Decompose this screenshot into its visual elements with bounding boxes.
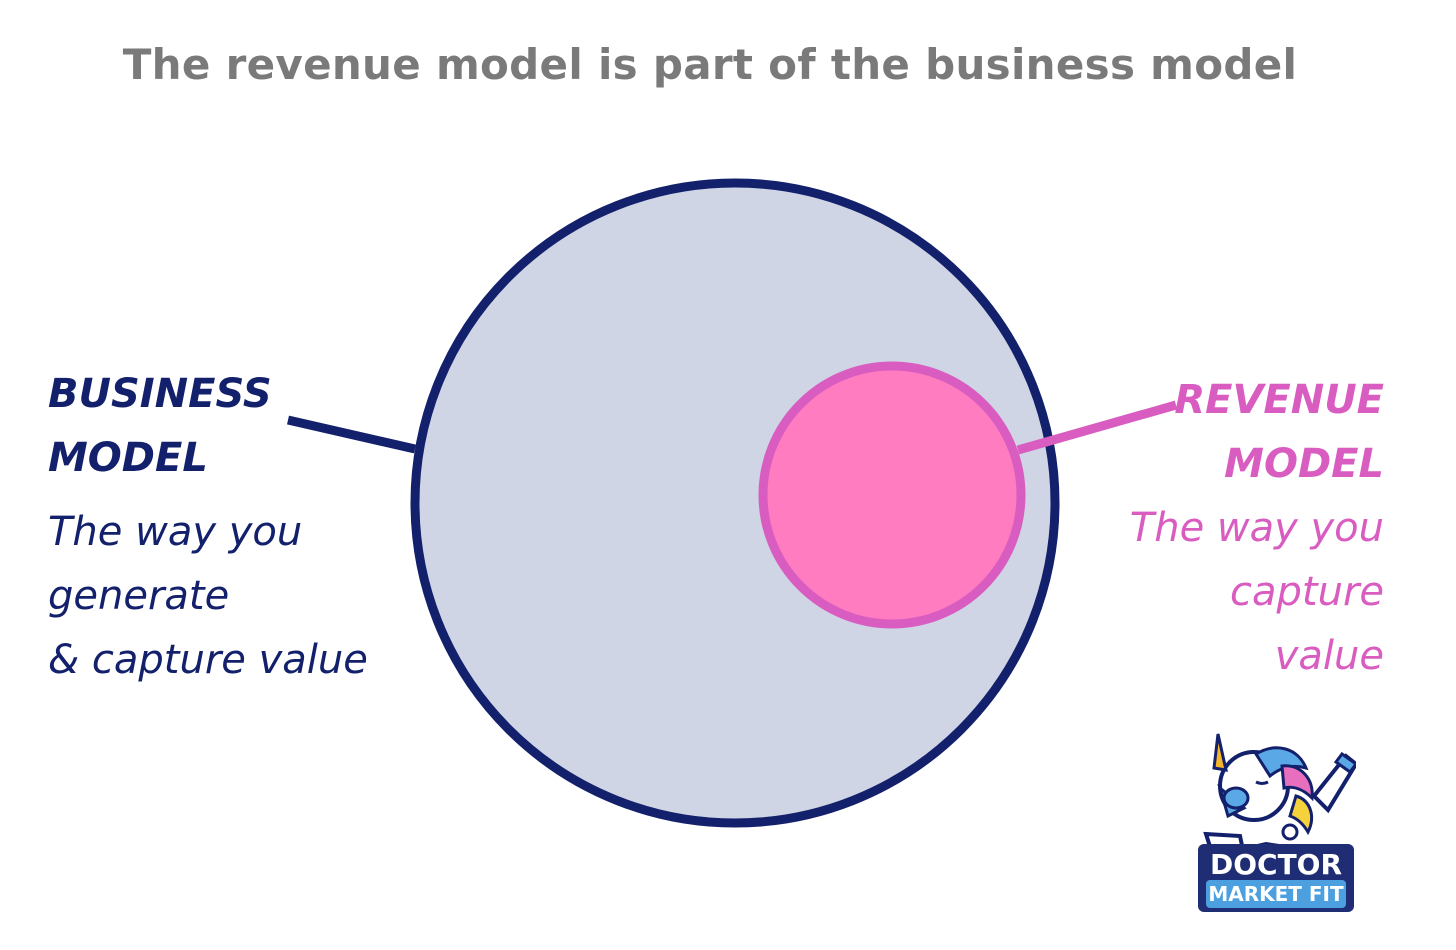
revenue-model-heading-line-2: MODEL (1224, 441, 1384, 487)
doctor-market-fit-logo: DOCTOR MARKET FIT (1198, 733, 1356, 912)
revenue-model-description-line-3: value (1274, 633, 1384, 679)
revenue-model-connector (1016, 400, 1178, 455)
revenue-model-description: The way you capture value (1130, 496, 1384, 688)
business-model-heading-line-1: BUSINESS (48, 371, 272, 417)
business-model-heading: BUSINESS MODEL (48, 362, 368, 490)
revenue-model-circle (758, 361, 1026, 629)
business-model-connector (286, 415, 417, 454)
business-model-description-line-3: & capture value (48, 637, 368, 683)
business-model-heading-line-2: MODEL (48, 435, 208, 481)
revenue-model-heading-line-1: REVENUE (1174, 377, 1384, 423)
revenue-model-description-line-2: capture (1230, 569, 1384, 615)
business-model-description: The way you generate & capture value (48, 500, 368, 692)
revenue-model-heading: REVENUE MODEL (1130, 368, 1384, 496)
diagram-title: The revenue model is part of the busines… (122, 40, 1298, 89)
business-model-label: BUSINESS MODEL The way you generate & ca… (48, 362, 368, 692)
business-model-description-line-1: The way you (48, 509, 303, 555)
revenue-model-label: REVENUE MODEL The way you capture value (1130, 368, 1384, 688)
revenue-model-description-line-1: The way you (1129, 505, 1384, 551)
business-model-circle (410, 178, 1060, 828)
logo-text-line-2: MARKET FIT (1208, 882, 1344, 906)
business-model-description-line-2: generate (48, 573, 230, 619)
logo-text-line-1: DOCTOR (1210, 848, 1342, 881)
